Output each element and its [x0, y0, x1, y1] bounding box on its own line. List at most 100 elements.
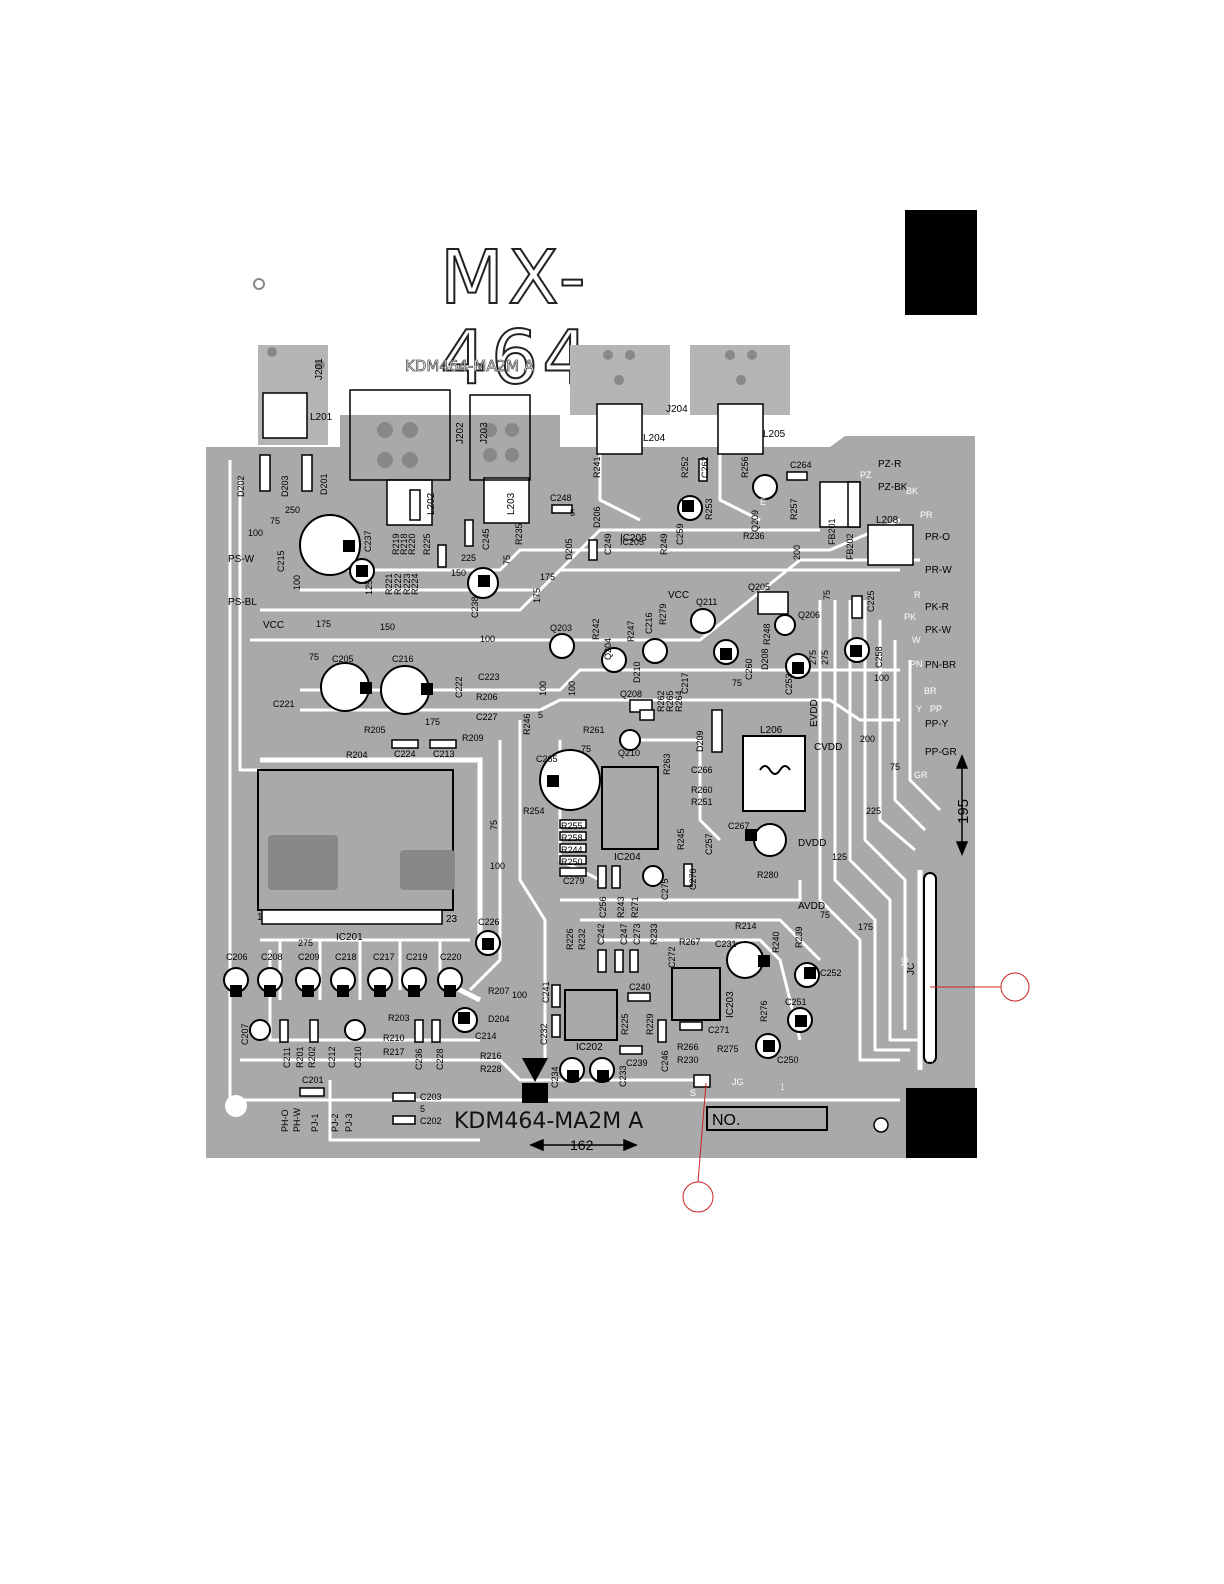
top-connectors — [262, 389, 914, 566]
component-label: C212 — [327, 1046, 337, 1068]
component-label: C242 — [596, 923, 606, 945]
trace-width-label: 100 — [512, 990, 527, 1000]
ic202-label: IC202 — [576, 1042, 603, 1053]
component-label: C225 — [866, 590, 876, 612]
component-label: R243 — [616, 896, 626, 918]
board-mark-label: GR — [914, 770, 928, 780]
component-label: R203 — [388, 1013, 410, 1023]
component-label: R276 — [759, 1000, 769, 1022]
component-label: R263 — [662, 753, 672, 775]
rail-label: VCC — [668, 590, 689, 601]
component-label: C271 — [708, 1025, 730, 1035]
trace-width-label: 250 — [285, 505, 300, 515]
ic203-outline — [671, 967, 721, 1021]
port-label: PR-O — [925, 532, 950, 543]
component-label: C247 — [619, 923, 629, 945]
component-label: C234 — [550, 1066, 560, 1088]
component-label: C214 — [475, 1031, 497, 1041]
board-mark-label: BK — [906, 486, 918, 496]
port-label: PJ-3 — [344, 1113, 354, 1132]
board-mark-label: PN — [910, 659, 923, 669]
board-mark-label: E — [760, 497, 766, 507]
connector-label-j204: J204 — [666, 404, 688, 415]
port-label: PJ-2 — [330, 1113, 340, 1132]
model-title: MX-464 — [439, 235, 594, 401]
connector-label-j201: J201 — [314, 358, 325, 380]
component-label: R265 — [665, 690, 675, 712]
component-label: C220 — [440, 952, 462, 962]
component-label: D204 — [488, 1014, 510, 1024]
component-label: C279 — [563, 876, 585, 886]
board-mark-label: JC — [900, 957, 910, 969]
component-label: R262 — [656, 690, 666, 712]
component-label: R233 — [649, 923, 659, 945]
board-header: KDM464-MA2M A — [405, 357, 535, 375]
component-label: D206 — [592, 506, 602, 528]
component-label: Q211 — [696, 597, 717, 607]
trace-width-label: 75 — [309, 652, 319, 662]
trace-width-label: 175 — [858, 922, 873, 932]
component-label: R248 — [762, 623, 772, 645]
component-label: R222 — [393, 573, 403, 595]
component-label: C202 — [420, 1116, 442, 1126]
rail-label: EVDD — [809, 699, 820, 727]
component-label: R261 — [583, 725, 605, 735]
callout-marker-bottom — [682, 1082, 714, 1213]
l206-coil — [759, 765, 791, 775]
port-label: PZ-R — [878, 459, 901, 470]
board-footer: KDM464-MA2M A — [454, 1109, 643, 1134]
registration-block-top — [905, 210, 977, 315]
trace-width-label: 175 — [316, 619, 331, 629]
component-label: R260 — [691, 785, 713, 795]
component-label: C217 — [680, 672, 690, 694]
direction-arrow — [522, 1058, 548, 1082]
registration-block-bottom — [906, 1088, 977, 1158]
component-label: R254 — [523, 806, 545, 816]
component-label: C259 — [675, 523, 685, 545]
port-label: PH-O — [280, 1110, 290, 1133]
component-label: C208 — [261, 952, 283, 962]
component-label: C251 — [785, 997, 807, 1007]
component-label: R255 — [561, 821, 583, 831]
component-label: C232 — [539, 1023, 549, 1045]
component-label: C221 — [273, 699, 295, 709]
component-label: R230 — [677, 1055, 699, 1065]
component-label: C223 — [478, 672, 500, 682]
trace-width-label: 5 — [420, 1104, 425, 1114]
trace-width-label: 175 — [540, 572, 555, 582]
ic201-label: IC201 — [336, 932, 363, 943]
connector-label-j202: J202 — [455, 422, 466, 444]
component-label: R219 — [391, 533, 401, 555]
mounting-hole — [225, 1095, 247, 1117]
component-label: C258 — [874, 646, 884, 668]
component-label: C273 — [632, 923, 642, 945]
jc-connector — [923, 872, 937, 1064]
trace-width-label: 175 — [425, 717, 440, 727]
trace-width-label: 275 — [298, 938, 313, 948]
component-label: C250 — [777, 1055, 799, 1065]
component-label: R225 — [620, 1013, 630, 1035]
component-label: C206 — [226, 952, 248, 962]
component-label: C217 — [373, 952, 395, 962]
component-label: Q204 — [603, 638, 613, 660]
trace-width-label: 100 — [874, 673, 889, 683]
port-label: PK-R — [925, 602, 949, 613]
port-label: PH-W — [292, 1108, 302, 1132]
component-label: C272 — [667, 946, 677, 968]
component-label: R275 — [717, 1044, 739, 1054]
connector-label-l204: L204 — [643, 433, 666, 444]
dimension-arrows — [529, 754, 969, 1152]
trace-width-label: 125 — [364, 580, 374, 595]
component-label: R205 — [364, 725, 386, 735]
trace-width-label: 75 — [581, 744, 591, 754]
component-label: Q210 — [618, 748, 640, 758]
component-label: R225 — [422, 533, 432, 555]
pin-23-label: 23 — [446, 914, 458, 925]
component-label: Q205 — [748, 582, 770, 592]
trace-width-label: 125 — [832, 852, 847, 862]
trace-width-label: 75 — [502, 555, 512, 565]
component-label: R209 — [462, 733, 484, 743]
l206-label: L206 — [760, 725, 783, 736]
component-label: R250 — [561, 857, 583, 867]
